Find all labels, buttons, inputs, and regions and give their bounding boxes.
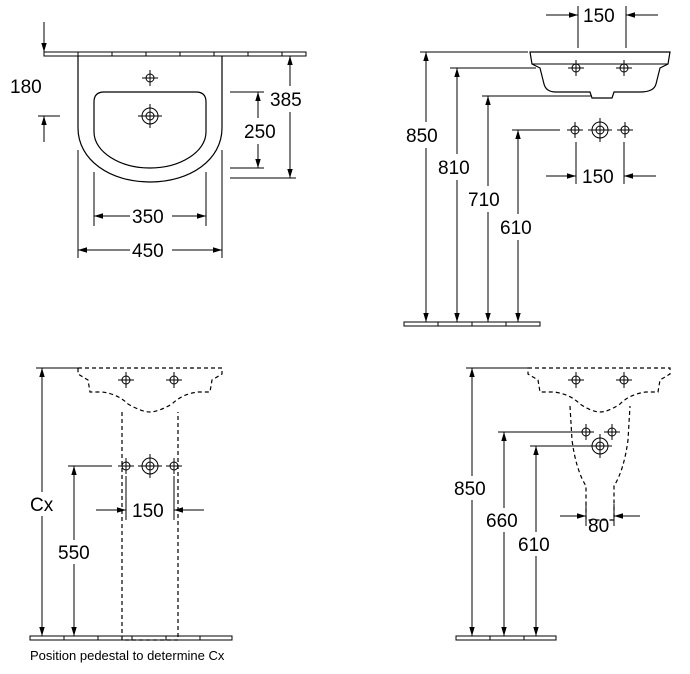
floor-strip-pedestal: [29, 635, 233, 641]
tap-hole-left-icon: [117, 371, 135, 389]
dim-850-semi-label: 850: [454, 479, 486, 500]
basin-side-outline: [529, 51, 671, 99]
dim-660-label: 660: [486, 511, 518, 532]
tap-hole-icon: [141, 69, 159, 87]
dim-710-label: 710: [468, 190, 500, 211]
dim-180-label: 180: [10, 77, 42, 98]
waste-connection-icon: [587, 117, 613, 143]
dim-610-semi-label: 610: [518, 535, 550, 556]
dim-610-label: 610: [500, 218, 532, 239]
dim-250-label: 250: [244, 122, 276, 143]
water-connection-left-icon: [117, 457, 135, 475]
basin-dashed-outline: [77, 367, 223, 413]
dim-385-label: 385: [270, 90, 302, 111]
top-view: 180 385 250 350 450: [10, 22, 312, 262]
dim-450-label: 450: [132, 241, 164, 262]
pedestal-caption: Position pedestal to determine Cx: [30, 648, 225, 663]
basin-outline: [77, 56, 223, 183]
dim-550-label: 550: [58, 543, 90, 564]
dim-810-label: 810: [438, 158, 470, 179]
tap-hole-right-icon: [615, 59, 633, 77]
pedestal-dashed-outline: [121, 412, 179, 641]
waste-connection-icon: [137, 453, 163, 479]
wall-strip-top-view: [43, 51, 307, 57]
dim-850-label: 850: [406, 126, 438, 147]
semi-pedestal-dashed-outline: [569, 405, 631, 521]
water-connection-right-icon: [603, 423, 621, 441]
floor-strip-side: [403, 321, 541, 327]
dim-cx-label: Cx: [30, 495, 54, 516]
drain-icon: [137, 103, 163, 129]
water-connection-left-icon: [566, 121, 584, 139]
tap-hole-right-icon: [165, 371, 183, 389]
tap-hole-left-icon: [567, 59, 585, 77]
basin-dashed-outline: [527, 367, 671, 413]
semi-pedestal-view: 850 660 610 80: [452, 367, 671, 641]
bowl-outline: [93, 91, 207, 169]
dim-150-pedestal-label: 150: [132, 501, 164, 522]
tap-hole-left-icon: [567, 371, 585, 389]
water-connection-right-icon: [165, 457, 183, 475]
pedestal-view: Cx 550 150 Position pedestal to determin…: [28, 367, 233, 663]
side-view: 150 850 810 710 610: [403, 6, 671, 327]
waste-connection-icon: [587, 433, 613, 459]
dim-150-bottom-label: 150: [582, 167, 614, 188]
dim-80-label: 80: [588, 516, 609, 537]
dim-150-top-label: 150: [583, 6, 615, 27]
dim-350-label: 350: [132, 207, 164, 228]
water-connection-right-icon: [616, 121, 634, 139]
tap-hole-right-icon: [615, 371, 633, 389]
floor-strip-semi: [455, 635, 557, 641]
water-connection-left-icon: [577, 423, 595, 441]
